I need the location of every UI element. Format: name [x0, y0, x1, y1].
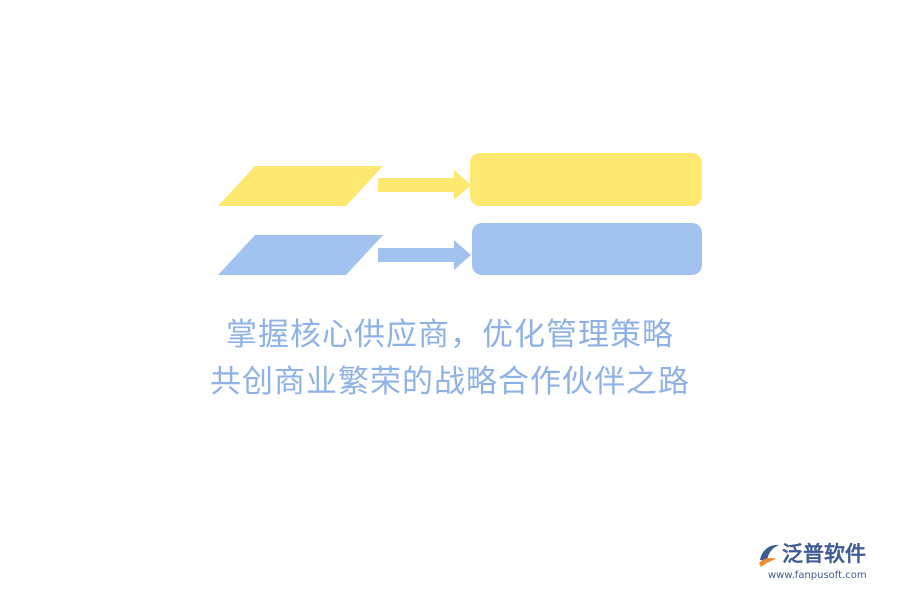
flow-arrow-2 — [378, 240, 471, 270]
title-line-1: 掌握核心供应商，优化管理策略 — [226, 317, 674, 353]
logo-leaf — [759, 558, 776, 567]
input-parallelogram-2 — [218, 235, 383, 275]
flow-arrow-1 — [378, 170, 471, 200]
title-line-2: 共创商业繁荣的战略合作伙伴之路 — [210, 364, 690, 400]
logo-swoosh — [760, 544, 779, 561]
fanpu-logo-icon — [759, 544, 779, 567]
output-box-1 — [470, 153, 702, 206]
brand-logo: 泛普软件 www.fanpusoft.com — [756, 540, 886, 586]
output-box-2 — [472, 223, 702, 275]
input-parallelogram-1 — [218, 166, 383, 206]
brand-name: 泛普软件 — [782, 542, 866, 566]
title-block: 掌握核心供应商，优化管理策略 共创商业繁荣的战略合作伙伴之路 — [0, 312, 900, 406]
brand-url: www.fanpusoft.com — [768, 570, 867, 581]
